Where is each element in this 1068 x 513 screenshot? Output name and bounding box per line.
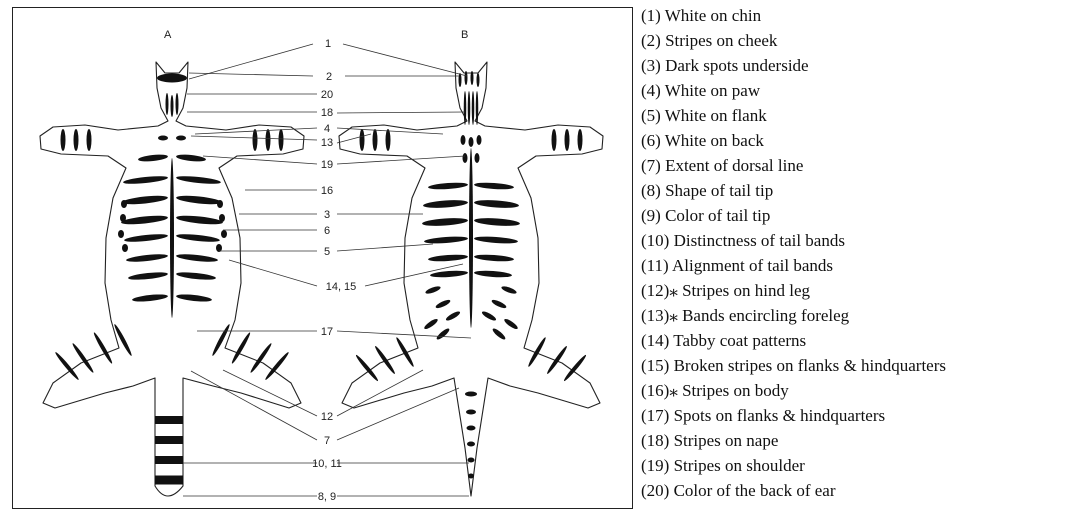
stripe-mark (469, 137, 474, 147)
stripe-mark (464, 91, 467, 125)
tail-band-mark (155, 416, 183, 424)
callout-label: 2 (326, 71, 332, 83)
stripe-mark (465, 71, 468, 85)
pelt-a-ventral (40, 62, 304, 496)
spot-mark (219, 214, 225, 222)
callout-label: 5 (324, 246, 330, 258)
callout-label: 19 (321, 159, 333, 171)
stripe-mark (477, 73, 480, 87)
legend-item: (12)⁎ Stripes on hind leg (641, 278, 1066, 303)
stripe-mark (578, 129, 583, 151)
legend-item: (3) Dark spots underside (641, 53, 1066, 78)
callout-label: 13 (321, 137, 333, 149)
stripe-mark (166, 93, 169, 115)
legend-item: (16)⁎ Stripes on body (641, 378, 1066, 403)
spot-mark (120, 214, 126, 222)
legend-item: (15) Broken stripes on flanks & hindquar… (641, 353, 1066, 378)
callout-label: 12 (321, 411, 333, 423)
spot-mark (221, 230, 227, 238)
tail-band-mark (468, 474, 474, 479)
callout-label: 16 (321, 185, 333, 197)
callout-label: 4 (324, 123, 330, 135)
stripe-mark (476, 91, 479, 125)
tail-band-mark (466, 410, 476, 415)
stripe-mark (386, 129, 391, 151)
legend-item: (13)⁎ Bands encircling foreleg (641, 303, 1066, 328)
callout-label: 18 (321, 107, 333, 119)
tail-band-mark (155, 456, 183, 464)
legend-item: (4) White on paw (641, 78, 1066, 103)
dorsal-line-mark (469, 148, 473, 328)
legend-item: (6) White on back (641, 128, 1066, 153)
callout-label: 7 (324, 435, 330, 447)
spot-mark (121, 200, 127, 208)
stripe-mark (279, 129, 284, 151)
stripe-mark (253, 129, 258, 151)
stripe-mark (472, 91, 475, 125)
stripe-mark (477, 135, 482, 145)
spot-mark (118, 230, 124, 238)
stripe-mark (266, 129, 271, 151)
stripe-mark (468, 91, 471, 125)
pelt-diagram-svg: A B 1 2 20 18 4 13 19 16 3 6 5 14, 15 17… (13, 8, 634, 510)
callout-label: 6 (324, 225, 330, 237)
pelt-b-dorsal (339, 62, 603, 496)
stripe-mark (171, 95, 174, 117)
panel-b-label: B (461, 29, 468, 41)
legend-item: (5) White on flank (641, 103, 1066, 128)
legend-item: (20) Color of the back of ear (641, 478, 1066, 503)
stripe-mark (74, 129, 79, 151)
tail-band-mark (467, 442, 475, 447)
stripe-mark (360, 129, 365, 151)
legend-item: (19) Stripes on shoulder (641, 453, 1066, 478)
legend-item: (8) Shape of tail tip (641, 178, 1066, 203)
ventral-line-mark (170, 158, 174, 318)
spot-mark (122, 244, 128, 252)
legend-item: (10) Distinctness of tail bands (641, 228, 1066, 253)
callout-label: 10, 11 (312, 458, 342, 470)
callout-label: 8, 9 (318, 491, 336, 503)
tail-band-mark (465, 392, 477, 397)
stripe-mark (475, 153, 480, 163)
stripe-mark (373, 129, 378, 151)
legend-item: (1) White on chin (641, 3, 1066, 28)
pelt-diagram-figure: A B 1 2 20 18 4 13 19 16 3 6 5 14, 15 17… (12, 7, 633, 509)
callout-label: 20 (321, 89, 333, 101)
legend-item: (17) Spots on flanks & hindquarters (641, 403, 1066, 428)
stripe-mark (461, 135, 466, 145)
stripe-mark (176, 93, 179, 115)
legend-item: (7) Extent of dorsal line (641, 153, 1066, 178)
legend-item: (11) Alignment of tail bands (641, 253, 1066, 278)
spot-mark (217, 200, 223, 208)
stripe-mark (471, 71, 474, 85)
tail-band-mark (155, 476, 183, 485)
tail-band-mark (467, 426, 476, 431)
panel-a-label: A (164, 29, 172, 41)
trait-legend: (1) White on chin(2) Stripes on cheek(3)… (641, 3, 1066, 503)
stripe-mark (565, 129, 570, 151)
legend-item: (9) Color of tail tip (641, 203, 1066, 228)
stripe-mark (552, 129, 557, 151)
stripe-mark (463, 153, 468, 163)
callout-label: 17 (321, 326, 333, 338)
legend-item: (14) Tabby coat patterns (641, 328, 1066, 353)
callout-label: 1 (325, 38, 331, 50)
chin-mark (157, 74, 187, 83)
tail-band-mark (155, 436, 183, 444)
stripe-mark (158, 136, 168, 141)
legend-item: (18) Stripes on nape (641, 428, 1066, 453)
callout-label: 3 (324, 209, 330, 221)
stripe-mark (176, 136, 186, 141)
tail-band-mark (468, 458, 475, 463)
stripe-mark (87, 129, 92, 151)
callout-label: 14, 15 (326, 281, 357, 293)
stripe-mark (459, 73, 462, 87)
stripe-mark (61, 129, 66, 151)
legend-item: (2) Stripes on cheek (641, 28, 1066, 53)
